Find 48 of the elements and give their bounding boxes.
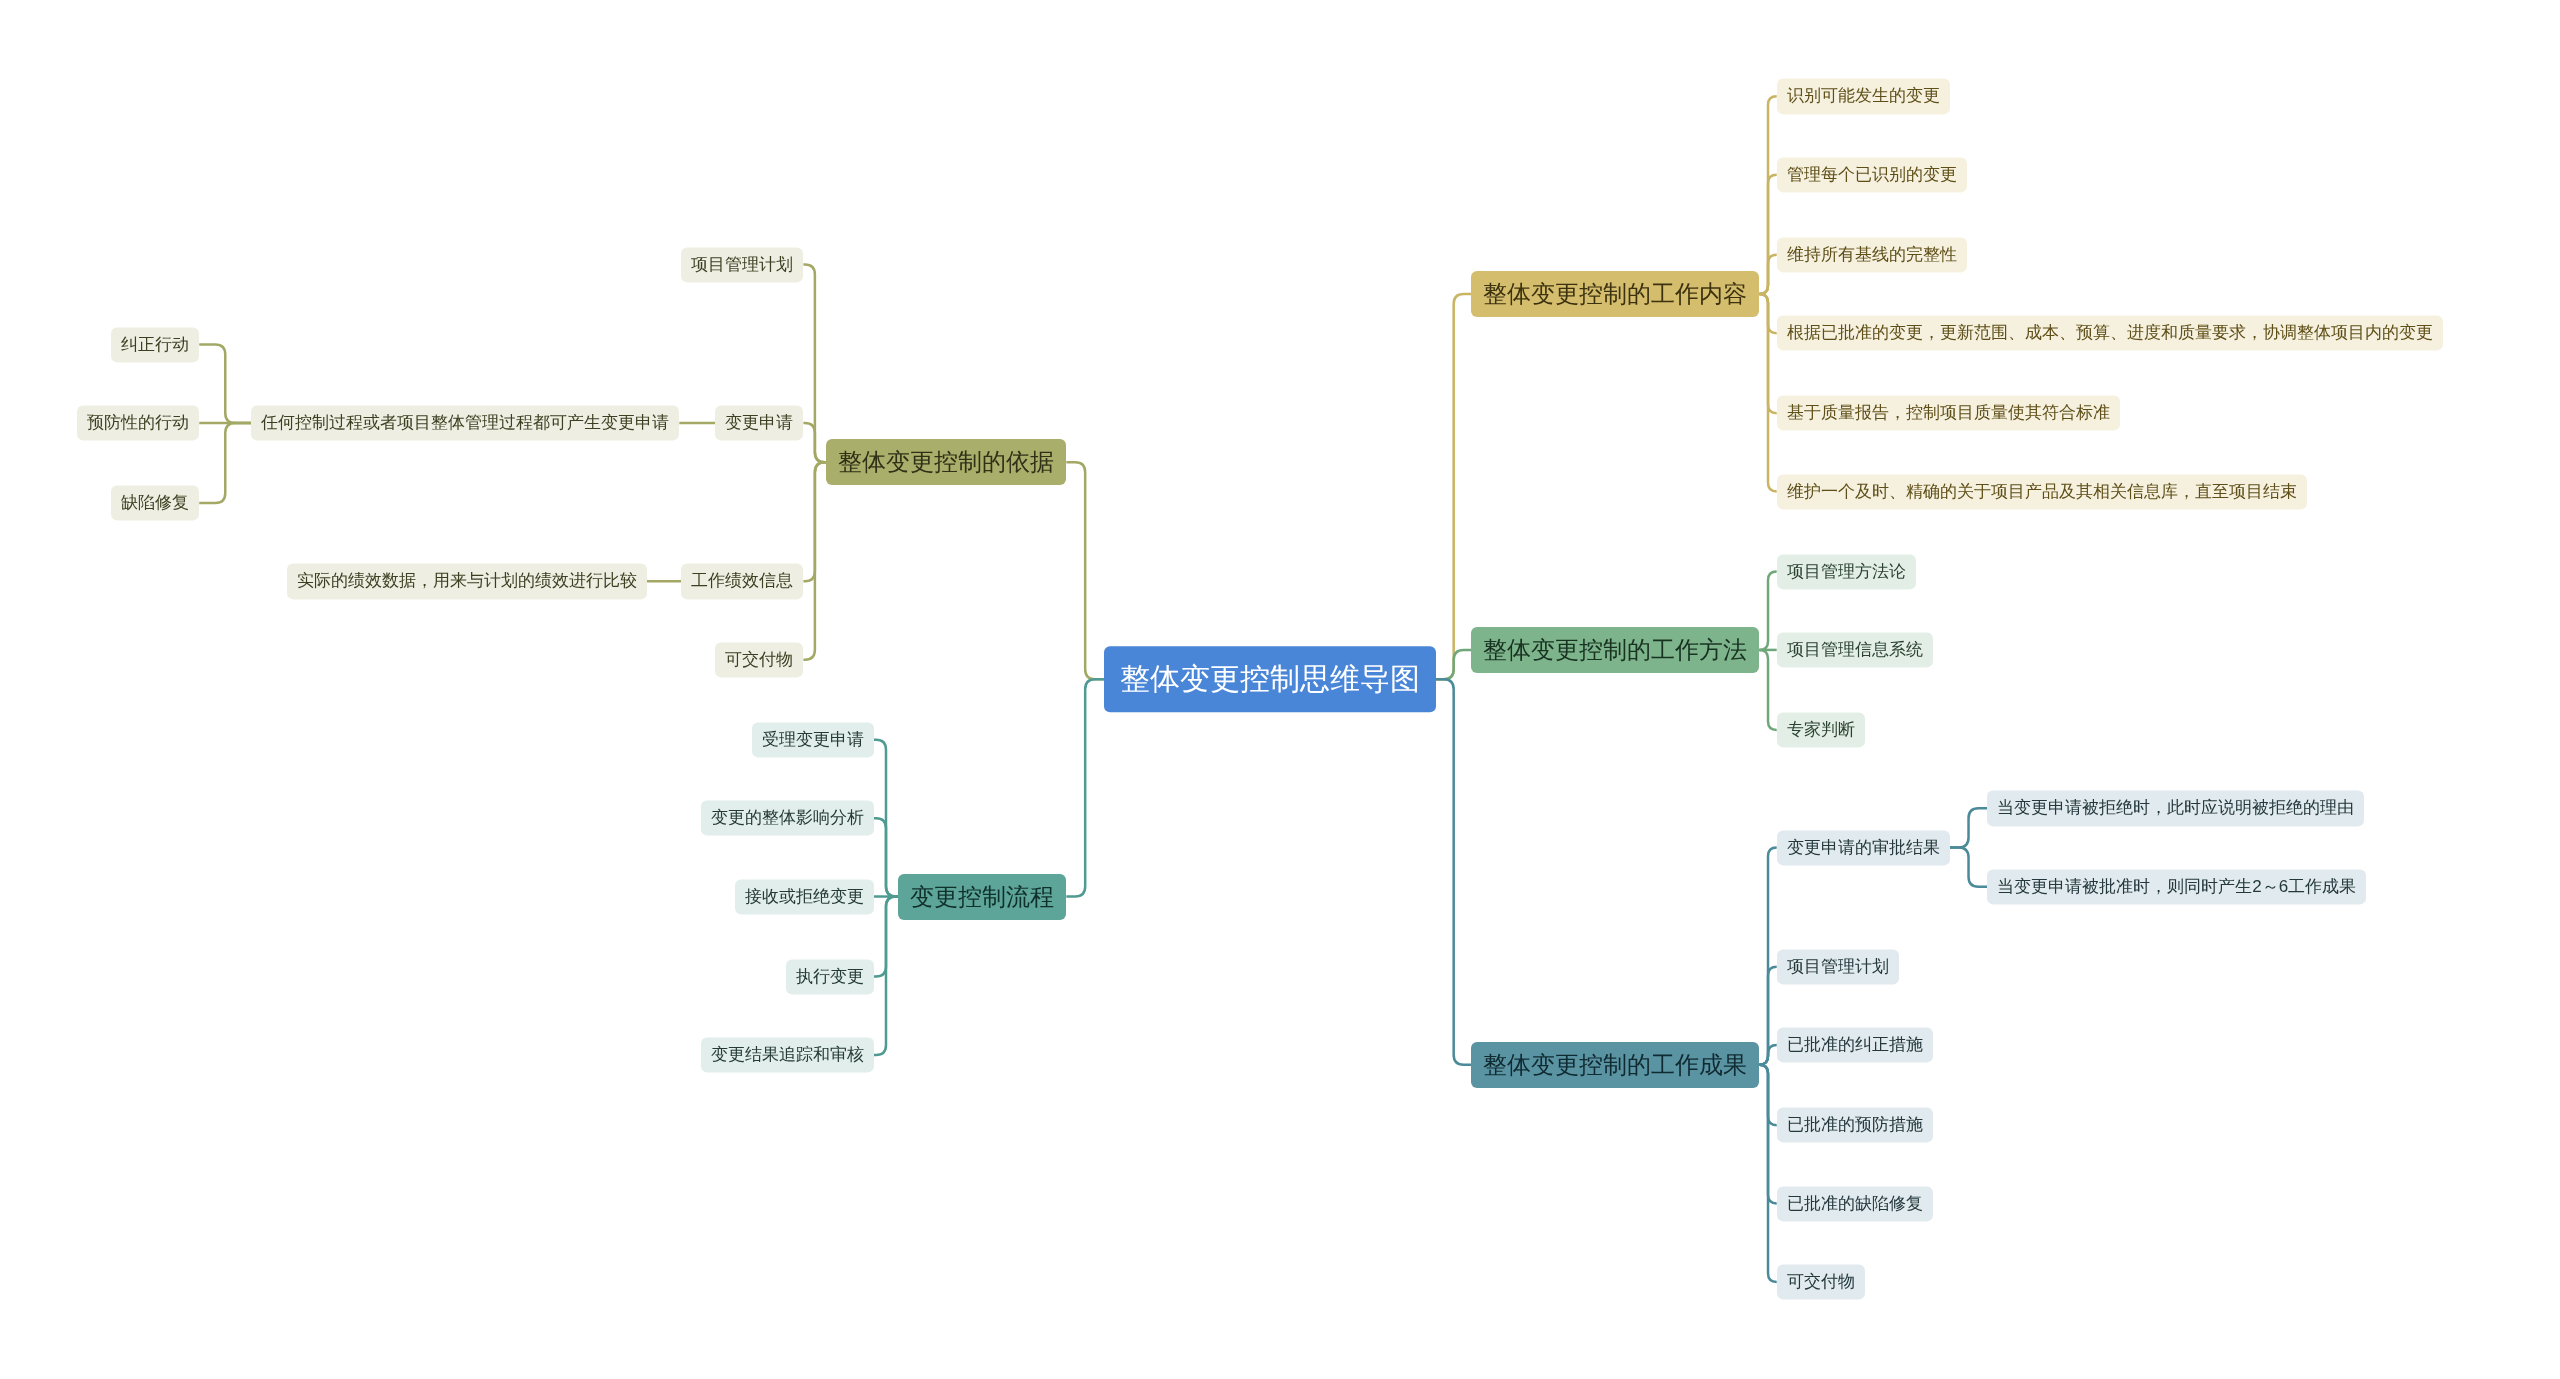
topic-box: 变更的整体影响分析 xyxy=(700,800,874,836)
topic-box: 可交付物 xyxy=(715,642,804,678)
connector-line xyxy=(1758,648,1778,732)
topic-box: 实际的绩效数据，用来与计划的绩效进行比较 xyxy=(286,563,647,599)
topic-box: 项目管理计划 xyxy=(1776,949,1899,985)
topic-box: 已批准的预防措施 xyxy=(1776,1107,1933,1143)
topic-box: 基于质量报告，控制项目质量使其符合标准 xyxy=(1776,395,2120,431)
main-branch: 整体变更控制的依据 xyxy=(826,439,1067,486)
connector-line xyxy=(646,580,682,583)
connector-line xyxy=(1758,1063,1778,1284)
connector-line xyxy=(803,460,827,661)
central-topic: 整体变更控制思维导图 xyxy=(1104,646,1436,713)
main-branch: 整体变更控制的工作内容 xyxy=(1471,270,1760,317)
connector-line xyxy=(1066,678,1104,898)
main-branch: 变更控制流程 xyxy=(898,873,1067,920)
main-branch: 整体变更控制的工作成果 xyxy=(1471,1041,1760,1088)
topic-box: 可交付物 xyxy=(1776,1264,1865,1300)
topic-box: 当变更申请被拒绝时，此时应说明被拒绝的理由 xyxy=(1987,790,2365,826)
topic-box: 工作绩效信息 xyxy=(681,563,804,599)
topic-box: 受理变更申请 xyxy=(751,722,874,758)
topic-box: 任何控制过程或者项目整体管理过程都可产生变更申请 xyxy=(251,405,680,441)
topic-box: 维持所有基线的完整性 xyxy=(1776,237,1967,273)
connector-line xyxy=(1436,678,1472,1066)
main-branch: 整体变更控制的工作方法 xyxy=(1471,626,1760,673)
topic-box: 项目管理信息系统 xyxy=(1776,632,1933,668)
topic-box: 纠正行动 xyxy=(111,326,200,363)
connector-line xyxy=(1949,846,1988,888)
connector-line xyxy=(679,421,716,425)
topic-box: 变更申请 xyxy=(715,405,804,441)
topic-box: 变更申请的审批结果 xyxy=(1776,829,1950,866)
topic-box: 已批准的纠正措施 xyxy=(1776,1027,1933,1063)
topic-box: 维护一个及时、精确的关于项目产品及其相关信息库，直至项目结束 xyxy=(1776,473,2307,510)
topic-box: 管理每个已识别的变更 xyxy=(1776,157,1967,193)
topic-box: 根据已批准的变更，更新范围、成本、预算、进度和质量要求，协调整体项目内的变更 xyxy=(1776,315,2443,351)
topic-box: 已批准的缺陷修复 xyxy=(1776,1185,1933,1222)
topic-box: 识别可能发生的变更 xyxy=(1776,78,1950,114)
topic-box: 接收或拒绝变更 xyxy=(734,878,874,915)
connector-line xyxy=(1758,570,1778,652)
connector-line xyxy=(1758,292,1778,493)
connector-line xyxy=(1758,253,1778,296)
topic-box: 专家判断 xyxy=(1776,712,1865,748)
topic-box: 项目管理方法论 xyxy=(1776,553,1916,590)
topic-box: 预防性的行动 xyxy=(77,405,200,441)
topic-box: 项目管理计划 xyxy=(681,246,804,283)
topic-box: 变更结果追踪和审核 xyxy=(700,1037,874,1073)
topic-box: 执行变更 xyxy=(785,958,874,995)
topic-box: 当变更申请被批准时，则同时产生2～6工作成果 xyxy=(1987,869,2367,905)
topic-box: 缺陷修复 xyxy=(111,485,200,521)
